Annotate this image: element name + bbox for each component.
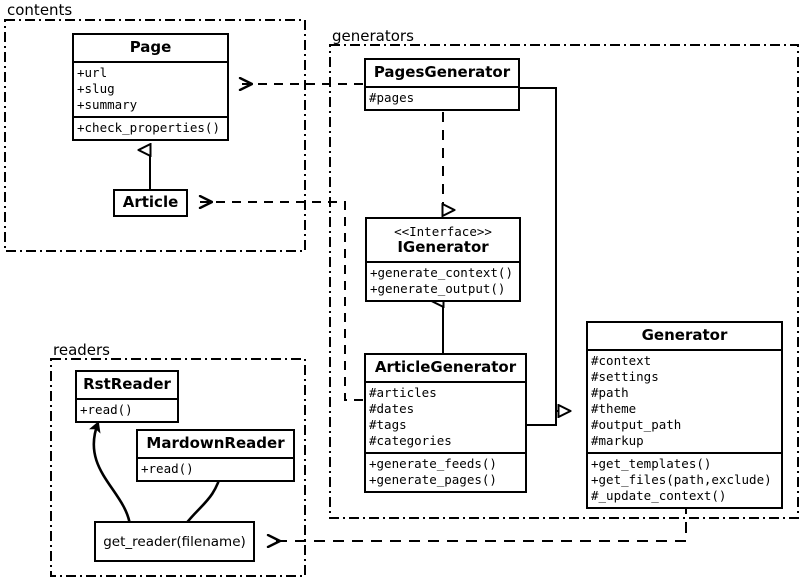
edge-getreader-to-rstreader: [94, 423, 132, 526]
package-label-generators: generators: [332, 27, 414, 45]
method-item: +get_files(path,exclude): [591, 472, 772, 487]
class-header-igenerator: <<Interface>> IGenerator: [367, 219, 519, 261]
method-item: +generate_pages(): [369, 472, 497, 487]
class-title-mardownreader: MardownReader: [146, 434, 285, 452]
class-title-rstreader: RstReader: [83, 375, 171, 393]
class-attributes-generator: #context #settings #path #theme #output_…: [588, 349, 781, 452]
class-attributes-articlegenerator: #articles #dates #tags #categories: [366, 381, 525, 452]
class-box-page[interactable]: Page +url +slug +summary +check_properti…: [72, 33, 229, 141]
class-box-mardownreader[interactable]: MardownReader +read(): [136, 429, 295, 482]
attribute-item: +url: [77, 65, 108, 80]
class-box-generator[interactable]: Generator #context #settings #path #them…: [586, 321, 783, 509]
class-methods-mardownreader: +read(): [138, 457, 293, 480]
attribute-item: #theme: [591, 401, 637, 416]
class-box-pagesgenerator[interactable]: PagesGenerator #pages: [364, 58, 520, 111]
package-label-contents: contents: [7, 1, 73, 19]
class-title-pagesgenerator: PagesGenerator: [373, 63, 511, 81]
attribute-item: +slug: [77, 81, 115, 96]
attribute-item: #markup: [591, 433, 644, 448]
attribute-item: #pages: [369, 90, 415, 105]
method-item: +generate_feeds(): [369, 456, 497, 471]
class-box-igenerator[interactable]: <<Interface>> IGenerator +generate_conte…: [365, 217, 521, 302]
class-stereotype-igenerator: <<Interface>>: [394, 224, 492, 239]
class-title-page: Page: [129, 38, 172, 56]
class-box-rstreader[interactable]: RstReader +read(): [75, 370, 179, 423]
attribute-item: #categories: [369, 433, 452, 448]
class-box-articlegenerator[interactable]: ArticleGenerator #articles #dates #tags …: [364, 353, 527, 493]
class-title-article: Article: [122, 193, 179, 211]
class-methods-igenerator: +generate_context() +generate_output(): [367, 261, 519, 300]
method-item: #_update_context(): [591, 488, 727, 503]
method-item: +generate_context(): [370, 265, 513, 280]
class-methods-generator: +get_templates() +get_files(path,exclude…: [588, 452, 781, 507]
method-item: +read(): [80, 402, 133, 417]
class-title-articlegenerator: ArticleGenerator: [374, 358, 517, 376]
class-methods-rstreader: +read(): [77, 398, 177, 421]
attribute-item: #context: [591, 353, 652, 368]
package-label-readers: readers: [53, 341, 110, 359]
method-item: +get_templates(): [591, 456, 712, 471]
attribute-item: #output_path: [591, 417, 682, 432]
attribute-item: #dates: [369, 401, 415, 416]
attribute-item: #articles: [369, 385, 437, 400]
class-box-article[interactable]: Article: [113, 189, 188, 217]
attribute-item: +summary: [77, 97, 138, 112]
edge-pagesgenerator-to-generator: [520, 87, 570, 411]
attribute-item: #settings: [591, 369, 659, 384]
attribute-item: #tags: [369, 417, 407, 432]
method-item: +check_properties(): [77, 120, 220, 135]
edge-articlegenerator-to-article: [200, 202, 363, 401]
attribute-item: #path: [591, 385, 629, 400]
class-attributes-page: +url +slug +summary: [74, 61, 227, 116]
function-box-get-reader[interactable]: get_reader(filename): [94, 521, 255, 562]
class-title-generator: Generator: [641, 326, 728, 344]
class-attributes-pagesgenerator: #pages: [366, 86, 518, 109]
class-methods-page: +check_properties(): [74, 116, 227, 139]
class-title-igenerator: IGenerator: [397, 238, 489, 256]
method-item: +generate_output(): [370, 281, 506, 296]
function-label-get-reader: get_reader(filename): [103, 533, 246, 550]
class-methods-articlegenerator: +generate_feeds() +generate_pages(): [366, 452, 525, 491]
method-item: +read(): [141, 461, 194, 476]
edge-articlegenerator-to-generator: [527, 411, 557, 426]
